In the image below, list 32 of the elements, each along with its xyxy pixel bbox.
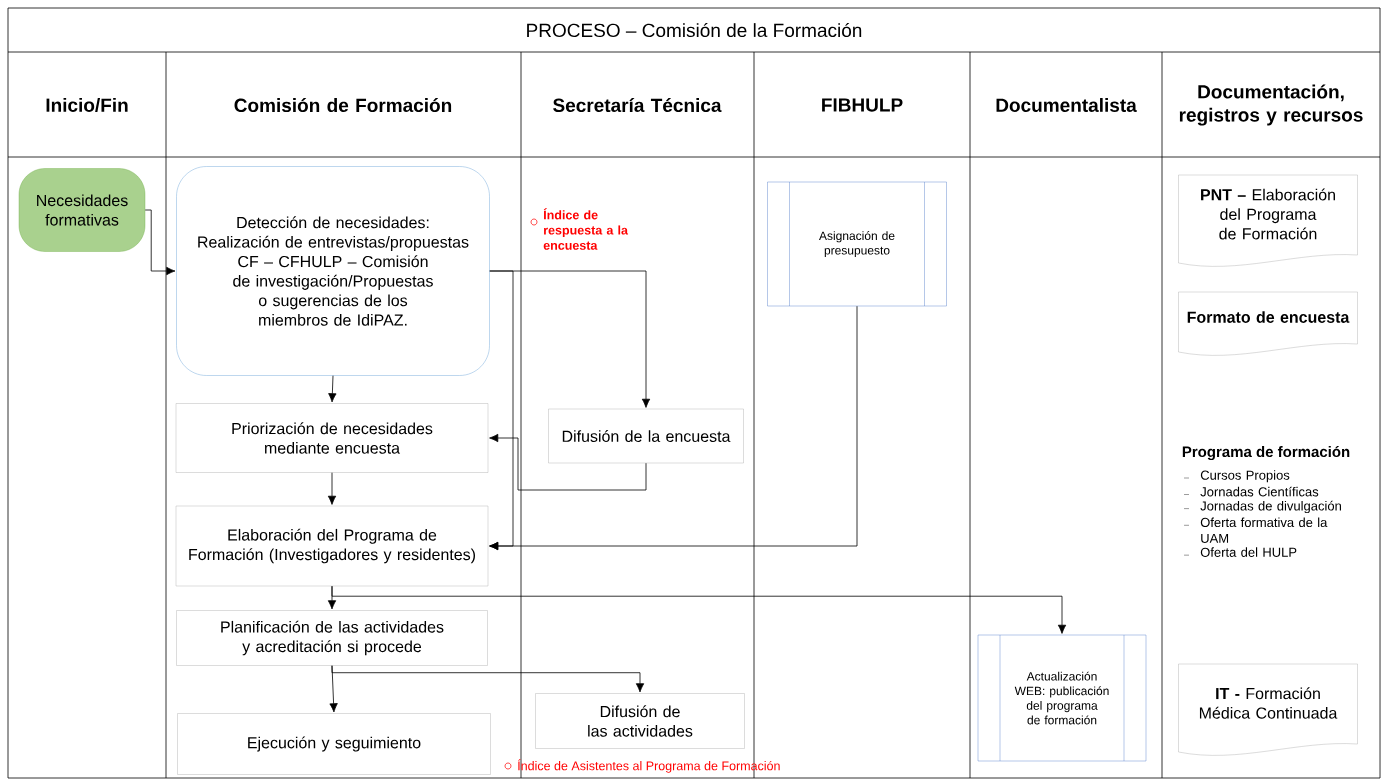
process-box: Priorización de necesidades mediante encuesta <box>175 403 489 473</box>
arrow <box>331 665 645 693</box>
process-box: Difusión de las actividades <box>535 693 745 749</box>
predefined-process-box: Actualización WEB: publicación del programa de formación <box>977 634 1147 762</box>
arrow <box>331 585 1067 634</box>
list-heading: Programa de formación <box>1182 445 1350 461</box>
arrow <box>489 305 858 551</box>
list-item: Oferta formativa de la UAM <box>1183 517 1328 543</box>
process-box: Elaboración del Programa de Formación (Investigadores y residentes) <box>175 505 489 587</box>
process-box: Planificación de las actividades y acreditación si procede <box>176 610 488 666</box>
column-header: Secretaría Técnica <box>553 97 722 113</box>
column-header: Comisión de Formación <box>234 97 452 113</box>
arrow <box>144 209 176 276</box>
column-header: Documentación, registros y recursos <box>1179 84 1363 126</box>
arrow <box>328 375 337 403</box>
list-item: Cursos Propios <box>1183 470 1290 483</box>
list-item: Jornadas de divulgación <box>1183 500 1341 514</box>
process-box: Detección de necesidades: Realización de entrevistas/propuestas CF – CFHULP – Comisión de investigación/Propuestas o sugerencias de los miembros de IdiPAZ. <box>176 166 490 376</box>
list-item: Oferta del HULP <box>1183 547 1297 557</box>
process-box: Difusión de la encuesta <box>548 408 744 464</box>
column-header: Documentalista <box>996 98 1137 112</box>
column-header: Inicio/Fin <box>46 97 128 113</box>
column-header: FIBHULP <box>822 98 903 112</box>
indicator-note: Índice de Asistentes al Programa de Formación <box>504 759 780 773</box>
start-terminal: Necesidades formativas <box>18 168 146 252</box>
process-box: Ejecución y seguimiento <box>177 713 491 775</box>
arrow <box>489 433 647 491</box>
arrow <box>327 472 337 505</box>
list-item: Jornadas Científicas <box>1183 486 1319 497</box>
indicator-note: Índice de respuesta a la encuesta <box>530 208 629 250</box>
predefined-process-box: Asignación de presupuesto <box>767 181 947 307</box>
title: PROCESO – Comisión de la Formación <box>527 22 862 38</box>
